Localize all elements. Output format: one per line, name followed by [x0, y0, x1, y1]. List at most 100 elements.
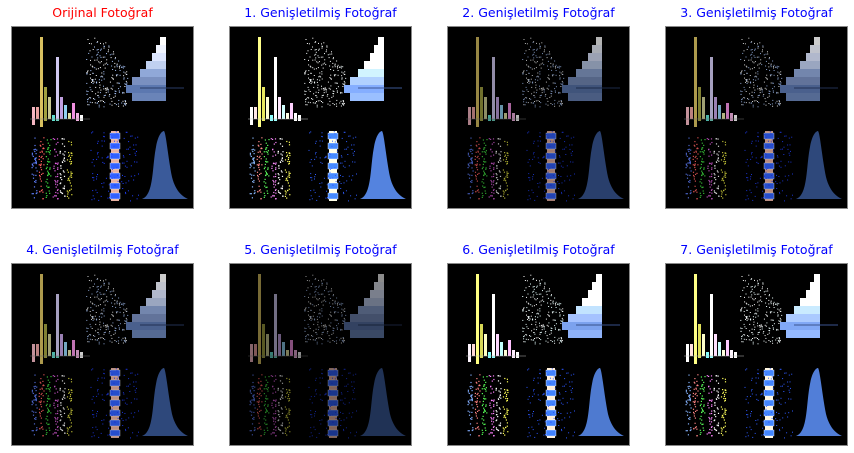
boxen-box: [350, 77, 384, 85]
scatter-point: [321, 310, 323, 312]
strip-point: [498, 407, 500, 409]
strip-point: [694, 400, 696, 402]
scatter-point: [307, 338, 309, 340]
scatter-point: [778, 303, 780, 305]
strip-point: [493, 180, 495, 182]
box-segment: [109, 152, 121, 160]
scatter-point: [89, 86, 91, 88]
scatter-point: [98, 333, 100, 335]
dot: [135, 391, 137, 393]
scatter-point: [90, 59, 91, 61]
scatter-point: [744, 64, 746, 66]
scatter-point: [102, 313, 104, 315]
dot: [119, 413, 121, 415]
strip-point: [708, 155, 710, 157]
dot: [97, 389, 99, 390]
dot: [315, 377, 317, 379]
strip-point: [47, 186, 49, 189]
dot: [782, 148, 783, 150]
strip-point: [476, 190, 479, 192]
scatter-point: [116, 82, 118, 84]
dot: [98, 199, 100, 201]
scatter-point: [533, 332, 535, 333]
scatter-point: [124, 100, 126, 101]
strip-point: [507, 154, 509, 157]
strip-point: [717, 422, 720, 424]
strip-point: [724, 174, 726, 176]
scatter-point: [87, 39, 89, 40]
strip-point: [502, 432, 504, 434]
scatter-point: [554, 105, 556, 107]
strip-point: [491, 151, 493, 153]
scatter-point: [100, 89, 102, 91]
strip-point: [62, 390, 64, 392]
strip-point: [258, 427, 261, 429]
scatter-point: [560, 323, 562, 324]
strip-point: [479, 164, 481, 166]
scatter-point: [314, 59, 316, 61]
scatter-point: [122, 105, 124, 107]
strip-point: [257, 411, 259, 413]
scatter-point: [329, 290, 331, 292]
scatter-point: [111, 302, 113, 304]
dot: [765, 168, 767, 170]
strip-point: [264, 163, 266, 165]
strip-point: [263, 168, 265, 170]
scatter-point: [105, 326, 107, 328]
box-segment: [327, 152, 339, 160]
scatter-point: [120, 66, 122, 68]
dot: [341, 156, 343, 158]
strip-point: [69, 160, 71, 163]
scatter-point: [100, 48, 102, 50]
scatter-point: [315, 57, 317, 59]
strip-point: [31, 389, 33, 391]
strip-point: [32, 165, 34, 167]
dot: [561, 191, 562, 193]
scatter-point: [98, 106, 100, 108]
dot: [527, 398, 529, 400]
strip-point: [717, 424, 719, 426]
scatter-point: [125, 73, 127, 75]
dot: [129, 146, 131, 148]
dot: [771, 139, 773, 141]
scatter-point: [337, 70, 339, 71]
scatter-point: [98, 81, 100, 83]
scatter-point: [533, 102, 535, 104]
strip-point: [267, 167, 269, 169]
strip-point: [55, 151, 57, 153]
strip-point: [277, 387, 279, 389]
strip-point: [57, 399, 59, 401]
strip-point: [710, 181, 712, 183]
scatter-point: [340, 329, 342, 331]
strip-point: [53, 402, 55, 404]
strip-point: [471, 404, 473, 406]
strip-point: [41, 392, 43, 394]
scatter-point: [337, 304, 338, 306]
strip-point: [31, 154, 33, 156]
scatter-point: [336, 328, 338, 330]
strip-point: [723, 417, 725, 419]
dot: [102, 161, 104, 163]
strip-point: [273, 413, 275, 415]
scatter-point: [120, 303, 122, 305]
strip-point: [254, 429, 256, 431]
strip-point: [57, 168, 59, 170]
scatter-point: [327, 103, 329, 105]
panel-title: Orijinal Fotoğraf: [52, 5, 153, 20]
scatter-point: [313, 86, 315, 88]
scatter-point: [532, 81, 534, 83]
strip-point: [482, 163, 484, 165]
dot: [92, 159, 94, 161]
scatter-point: [103, 308, 105, 310]
strip-point: [34, 381, 36, 384]
scatter-point: [765, 302, 767, 304]
scatter-point: [529, 98, 530, 100]
dot: [103, 369, 105, 371]
dot: [321, 135, 323, 137]
scatter-point: [89, 338, 91, 340]
scatter-point: [760, 326, 762, 328]
strip-point: [34, 418, 36, 420]
scatter-point: [330, 69, 332, 70]
scatter-point: [325, 51, 327, 53]
strip-point: [41, 426, 43, 428]
